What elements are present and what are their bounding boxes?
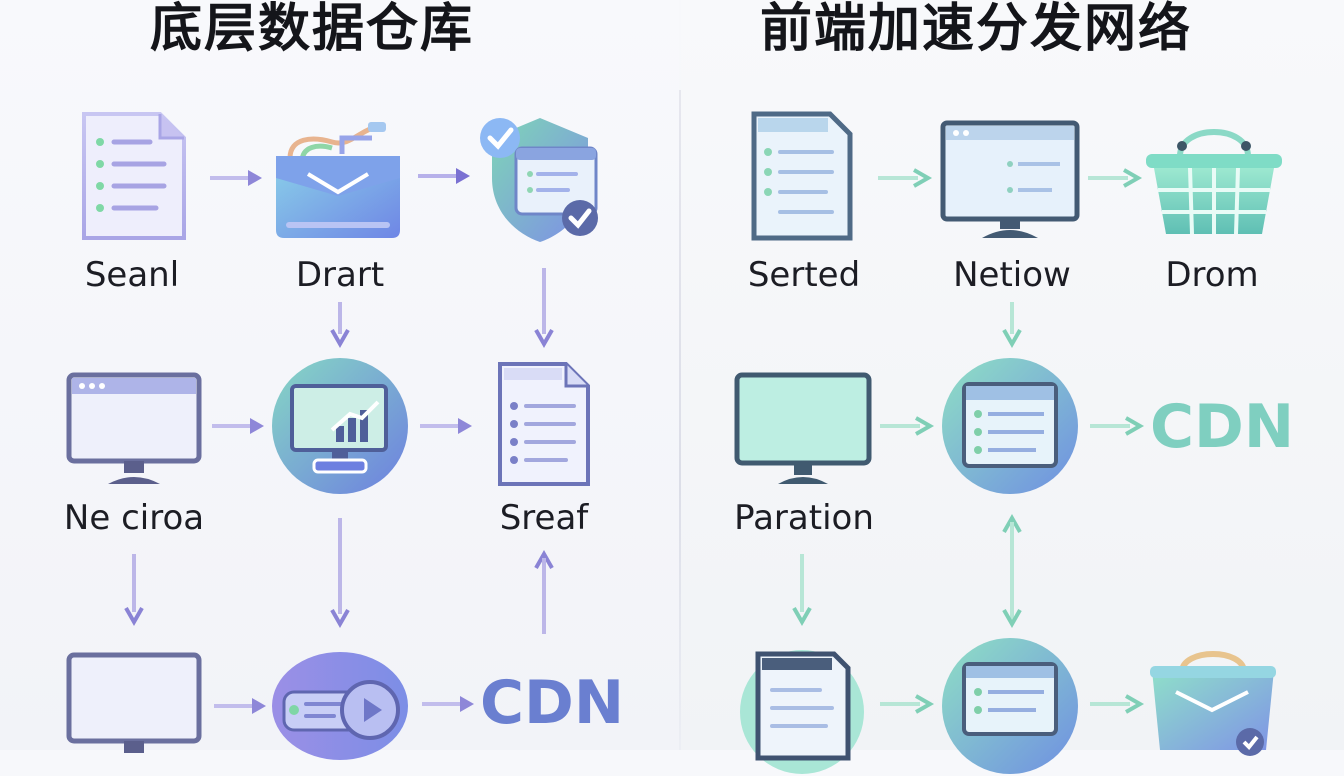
arrow-bidirectional [1002, 513, 1022, 629]
analytics-monitor-icon [270, 356, 410, 496]
display-icon [734, 372, 872, 488]
monitor-icon [66, 652, 202, 753]
shopping-bag-icon [1146, 646, 1280, 756]
right-title: 前端加速分发网络 [760, 0, 1193, 59]
arrow-right [878, 694, 935, 714]
shield-check-icon [476, 112, 604, 248]
label-monitor: Ne ciroa [63, 498, 205, 538]
label-basket: Drom [1165, 255, 1259, 295]
label-folder: Drart [295, 255, 385, 295]
media-cloud-icon [270, 650, 410, 760]
arrow-right [212, 696, 268, 716]
label-doc: Seanl [84, 255, 180, 295]
arrow-right [1086, 168, 1143, 188]
monitor-icon [940, 120, 1080, 240]
folder-icon [272, 118, 404, 240]
label-file: Sreaf [499, 498, 589, 538]
panel-divider [679, 90, 681, 750]
arrow-down [330, 516, 350, 629]
arrow-right [416, 166, 472, 186]
arrow-right [210, 416, 266, 436]
label-display: Paration [734, 498, 874, 538]
browser-window-icon [940, 636, 1080, 776]
arrow-right [1088, 694, 1145, 714]
arrow-right [878, 416, 935, 436]
document-icon [80, 110, 188, 242]
file-icon [496, 360, 592, 488]
label-monitor: Netiow [953, 255, 1071, 295]
shopping-basket-icon [1144, 116, 1284, 240]
arrow-right [420, 694, 476, 714]
label-doc: Serted [747, 255, 861, 295]
arrow-right [1088, 416, 1145, 436]
arrow-down [792, 552, 812, 627]
arrow-down [534, 266, 554, 349]
arrow-up [534, 549, 554, 636]
cdn-label-right: CDN [1150, 392, 1295, 462]
document-icon [740, 638, 864, 774]
document-icon [750, 110, 854, 242]
cdn-label-left: CDN [480, 668, 625, 738]
arrow-right [208, 168, 264, 188]
arrow-right [418, 416, 474, 436]
browser-window-icon [940, 356, 1080, 496]
arrow-down [1002, 300, 1022, 349]
arrow-down [124, 552, 144, 627]
arrow-down [330, 300, 350, 349]
arrow-right [876, 168, 933, 188]
left-title: 底层数据仓库 [150, 0, 475, 59]
monitor-icon [66, 372, 202, 488]
